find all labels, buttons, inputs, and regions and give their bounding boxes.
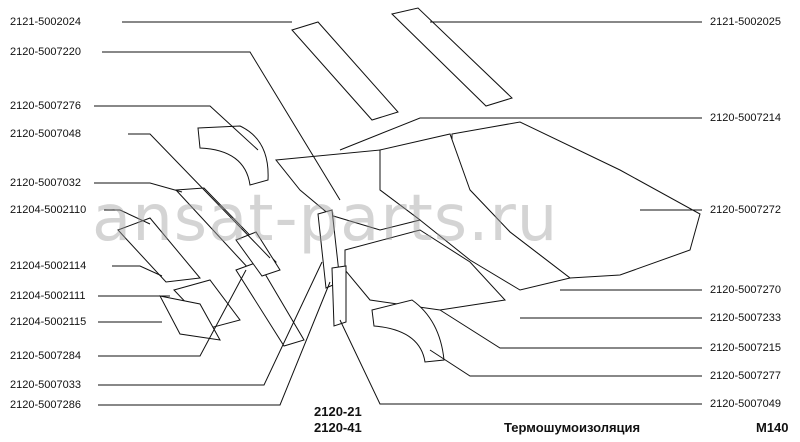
label-right-1: 2121-5002025 [710,16,781,28]
label-left-1: 2121-5002024 [10,16,81,28]
label-left-7: 21204-5002114 [10,260,87,272]
label-right-7: 2120-5007277 [710,370,781,382]
label-right-6: 2120-5007215 [710,342,781,354]
label-left-6: 21204-5002110 [10,204,87,216]
label-left-12: 2120-5007286 [10,399,81,411]
label-right-8: 2120-5007049 [710,398,781,410]
label-left-11: 2120-5007033 [10,379,81,391]
part-floor-mat-lower [344,229,507,311]
part-arch-lower-right [371,299,445,363]
label-left-10: 2120-5007284 [10,350,81,362]
label-right-3: 2120-5007272 [710,204,781,216]
label-left-8: 21204-5002111 [10,290,86,302]
label-right-2: 2120-5007214 [710,112,781,124]
part-tunnel-strip-b [235,261,305,347]
label-left-3: 2120-5007276 [10,100,81,112]
label-left-9: 21204-5002115 [10,316,87,328]
model-line-2: 2120-41 [314,420,362,435]
part-floor-mat-left [275,149,422,231]
label-left-2: 2120-5007220 [10,46,81,58]
part-strip-left [291,21,399,121]
part-panel-d [159,295,221,341]
label-right-4: 2120-5007270 [710,284,781,296]
watermark: ansat-parts.ru [92,182,559,256]
diagram-code: M140 [756,420,789,435]
part-arch-upper-left [197,125,269,186]
diagram-title: Термошумоизоляция [504,420,641,435]
part-panel-a [117,217,201,283]
part-side-strip-b [331,265,347,327]
label-right-5: 2120-5007233 [710,312,781,324]
label-left-4: 2120-5007048 [10,128,81,140]
part-strip-right [390,7,513,107]
model-line-1: 2120-21 [314,404,362,419]
part-panel-b [235,231,281,277]
label-left-5: 2120-5007032 [10,177,81,189]
